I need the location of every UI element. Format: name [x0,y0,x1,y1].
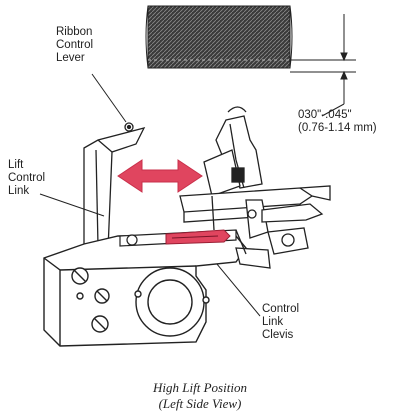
label-line: Link [8,185,30,197]
figure-caption: High Lift Position (Left Side View) [0,380,400,412]
ribbon-control-lever-label: Ribbon Control Lever [56,26,93,65]
label-line: Control [262,303,300,315]
label-line: Ribbon [56,26,93,38]
label-line: Lift [8,159,24,171]
control-link-clevis-label: Control Link Clevis [262,303,299,342]
lift-control-link-label: Lift Control Link [8,159,45,198]
label-line: Control [8,172,46,184]
caption-line-1: High Lift Position [153,380,247,395]
label-line: 030"-.045" [298,109,352,121]
side-frame [43,235,247,347]
label-line: (0.76-1.14 mm) [298,122,377,134]
caption-line-2: (Left Side View) [158,396,242,411]
lift-control-link [119,229,237,247]
label-line: Link [262,316,284,328]
label-line: Lever [56,52,85,64]
gap-dimension-label: 030"-.045" (0.76-1.14 mm) [298,109,377,135]
gap-dimension [290,14,356,117]
label-line: Clevis [262,329,294,341]
ribbon-band [145,5,293,69]
double-arrow [117,159,203,193]
ribbon-guide-mechanism [179,106,331,269]
label-line: Control [56,39,94,51]
ribbon-control-lever [83,122,146,257]
